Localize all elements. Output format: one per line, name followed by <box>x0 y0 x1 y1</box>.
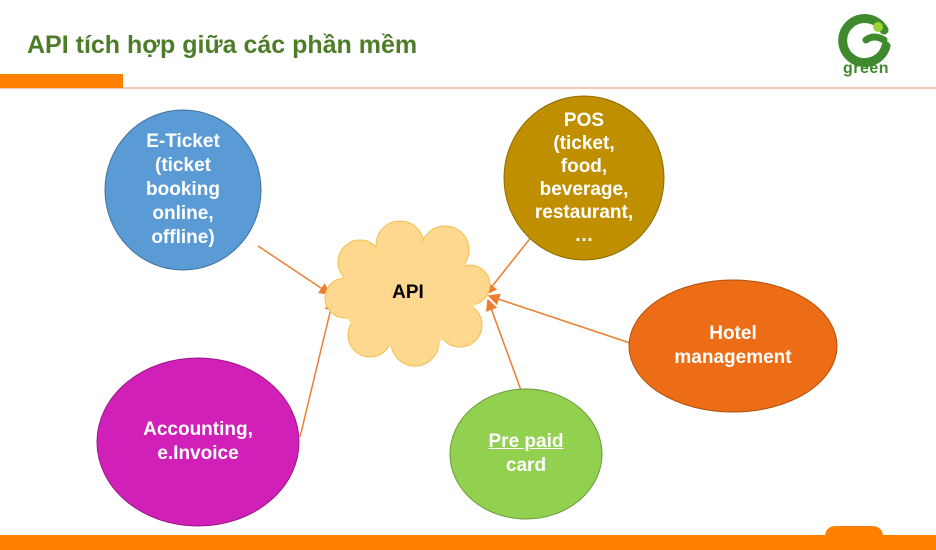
node-eticket <box>104 109 262 271</box>
prepaid-line2: card <box>505 455 547 476</box>
connector-arrows <box>257 235 631 438</box>
footer-bar <box>0 535 936 550</box>
arrow-pos-api <box>485 235 533 296</box>
arrow-hotel-api <box>487 293 631 344</box>
label-prepaid: Pre paid card <box>450 389 602 519</box>
header-accent-bar <box>0 74 123 88</box>
arrow-accounting-api <box>299 298 337 438</box>
label-pos: POS (ticket, food, beverage, restaurant,… <box>534 110 634 246</box>
slide-title: API tích hợp giữa các phần mềm <box>27 31 418 59</box>
logo-text: green <box>843 60 890 77</box>
node-api-cloud <box>324 220 491 367</box>
node-pos <box>503 95 665 261</box>
green-logo-icon <box>838 14 891 67</box>
label-hotel: Hotel management <box>674 323 792 368</box>
node-prepaid <box>449 388 603 520</box>
prepaid-link[interactable]: Pre paid <box>488 431 564 452</box>
arrow-eticket-api <box>257 245 332 295</box>
arrow-prepaid-api <box>485 298 523 394</box>
node-hotel <box>628 279 838 413</box>
label-eticket: E-Ticket (ticket booking online, offline… <box>146 131 220 248</box>
footer-tab <box>825 526 883 546</box>
label-api: API <box>392 282 424 303</box>
label-accounting: Accounting, e.Invoice <box>143 419 253 464</box>
node-accounting <box>96 357 300 527</box>
